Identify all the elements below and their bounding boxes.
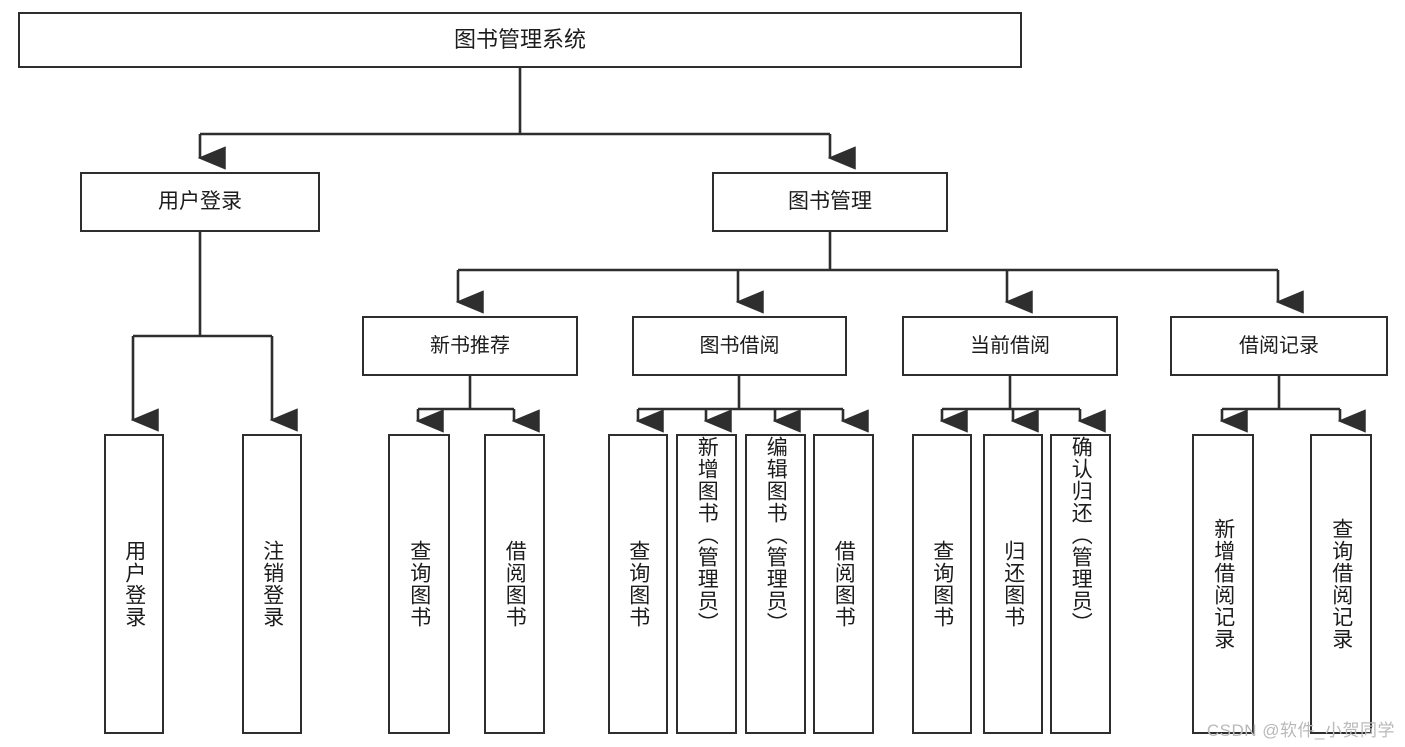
leaf-node-label: 查询图书 bbox=[626, 540, 650, 628]
node-user-login[interactable]: 用户登录 bbox=[80, 172, 320, 232]
leaf-node-label: 归还图书 bbox=[1001, 540, 1025, 628]
leaf-node[interactable]: 借阅图书 bbox=[484, 434, 545, 734]
leaf-node[interactable]: 查询图书 bbox=[912, 434, 972, 734]
leaf-node-label: 查询借阅记录 bbox=[1329, 518, 1353, 650]
leaf-node[interactable]: 查询借阅记录 bbox=[1310, 434, 1372, 734]
leaf-node[interactable]: 借阅图书 bbox=[813, 434, 874, 734]
leaf-node-label: 注销登录 bbox=[260, 540, 284, 628]
leaf-node[interactable]: 新增借阅记录 bbox=[1192, 434, 1254, 734]
node-book-manage[interactable]: 图书管理 bbox=[712, 172, 948, 232]
node-book-borrow[interactable]: 图书借阅 bbox=[632, 316, 847, 376]
node-user-login-label: 用户登录 bbox=[158, 189, 242, 213]
leaf-node[interactable]: 注销登录 bbox=[242, 434, 302, 734]
node-borrow-record[interactable]: 借阅记录 bbox=[1170, 316, 1388, 376]
watermark: CSDN @软件_小贺同学 bbox=[1206, 721, 1395, 740]
leaf-node-label: 用户登录 bbox=[122, 540, 146, 628]
leaf-node[interactable]: 查询图书 bbox=[388, 434, 450, 734]
leaf-node[interactable]: 编辑图书（管理员） bbox=[745, 434, 806, 734]
leaf-node[interactable]: 归还图书 bbox=[983, 434, 1043, 734]
node-book-borrow-label: 图书借阅 bbox=[699, 334, 780, 357]
leaf-node[interactable]: 新增图书（管理员） bbox=[676, 434, 737, 734]
leaf-node-label: 查询图书 bbox=[407, 540, 431, 628]
leaf-node-label: 借阅图书 bbox=[832, 540, 856, 628]
node-current-borrow-label: 当前借阅 bbox=[970, 334, 1050, 357]
leaf-node-label: 编辑图书（管理员） bbox=[764, 436, 788, 634]
leaf-node[interactable]: 确认归还（管理员） bbox=[1050, 434, 1111, 734]
leaf-node-label: 借阅图书 bbox=[503, 540, 527, 628]
node-new-book-recommend[interactable]: 新书推荐 bbox=[362, 316, 578, 376]
node-root[interactable]: 图书管理系统 bbox=[18, 12, 1022, 68]
leaf-node[interactable]: 查询图书 bbox=[608, 434, 668, 734]
leaf-node[interactable]: 用户登录 bbox=[104, 434, 164, 734]
leaf-node-label: 确认归还（管理员） bbox=[1069, 436, 1093, 634]
leaf-node-label: 新增图书（管理员） bbox=[695, 436, 719, 634]
node-new-book-recommend-label: 新书推荐 bbox=[430, 334, 510, 357]
node-borrow-record-label: 借阅记录 bbox=[1239, 334, 1319, 357]
node-book-manage-label: 图书管理 bbox=[788, 189, 872, 213]
node-root-label: 图书管理系统 bbox=[453, 27, 586, 53]
leaf-node-label: 查询图书 bbox=[930, 540, 954, 628]
leaf-node-label: 新增借阅记录 bbox=[1211, 518, 1235, 650]
node-current-borrow[interactable]: 当前借阅 bbox=[902, 316, 1118, 376]
